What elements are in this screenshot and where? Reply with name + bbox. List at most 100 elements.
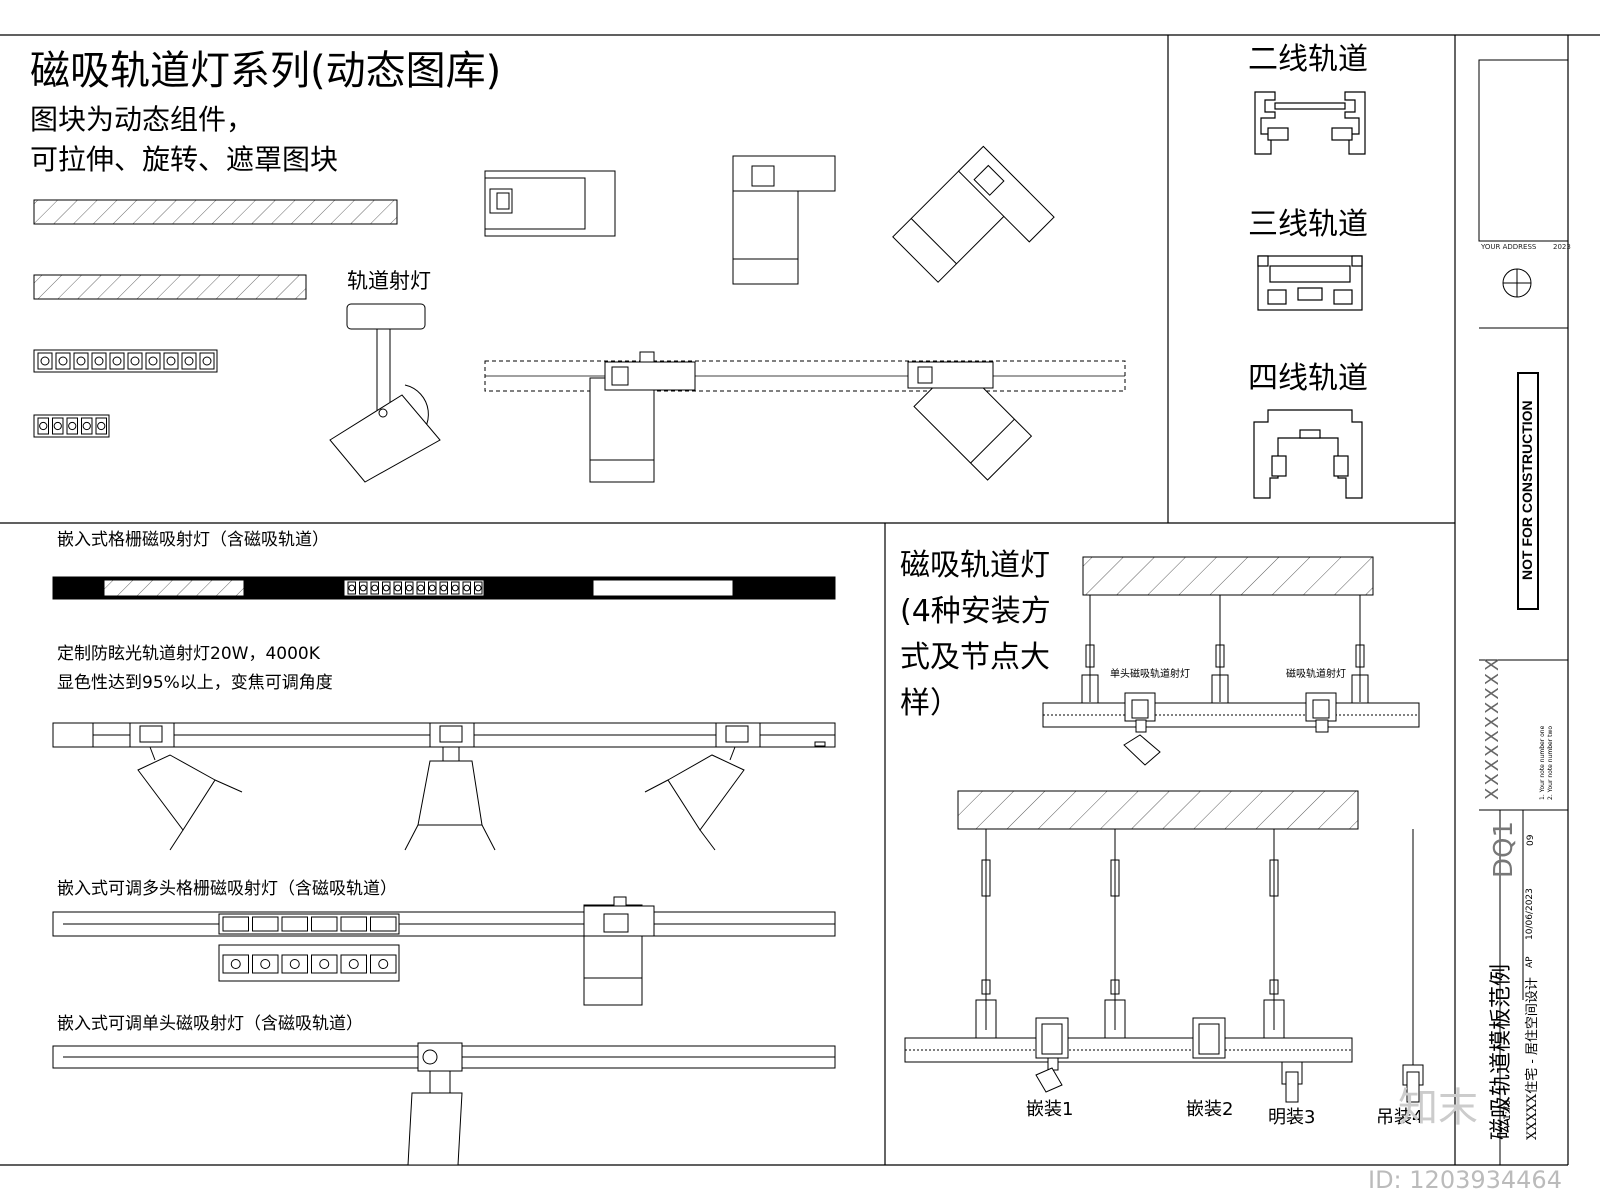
grille-cell [311,916,338,932]
ceiling-slab-top [1082,556,1374,596]
grille-lens [130,356,140,366]
mount-4-label: 吊装4 [1376,1107,1424,1128]
grille-cell [340,954,367,974]
single-spot-label: 单头磁吸轨道射灯 [1110,669,1190,680]
grille-cell [127,352,143,370]
grille-cell [340,916,367,932]
grille-cell [37,352,53,370]
grille-cell [359,581,368,595]
grille-track-caption: 嵌入式格栅磁吸射灯（含磁吸轨道） [57,530,329,550]
three-wire-track-label: 三线轨道 [1248,207,1368,242]
ceiling-panel-bottom [904,1017,1424,1103]
grille-lens [39,421,48,431]
grille-cell [428,581,437,595]
grille-cell [382,581,391,595]
track-spotlight-drawing [329,303,441,483]
grille-lens [148,356,158,366]
project-name: XXXXX住宅 - 居住空间设计 [1525,977,1540,1140]
grille-cell [109,352,125,370]
install-title-line-2: (4种安装方 [900,594,1051,629]
grille-lens [405,584,413,592]
grille-lens [348,584,356,592]
north-arrow-icon [1502,268,1532,298]
grille-lens [428,584,436,592]
mount-3-label: 明装3 [1268,1107,1316,1128]
spec-line-1: 定制防眩光轨道射灯20W，4000K [57,644,320,664]
three-wire-profile [1257,255,1363,311]
grille-lens [371,584,379,592]
grille-lens [394,584,402,592]
grille-cell [66,417,78,435]
page-title: 磁吸轨道灯系列(动态图库) [30,48,502,94]
grille-cell [37,417,49,435]
install-title-line-3: 式及节点大 [900,640,1050,675]
install-title-line-4: 样） [900,686,960,721]
grille-cell [370,916,397,932]
spotlight-plan-horizontal [484,170,616,237]
single-head-track [52,1042,836,1166]
grille-cell [222,954,249,974]
four-wire-profile [1253,409,1363,499]
spec-line-2: 显色性达到95%以上，变焦可调角度 [57,673,333,693]
ceiling-hangers-top [1081,595,1369,704]
grille-cell [462,581,471,595]
drawing-date: 10/06/2023 [1525,888,1535,940]
drawing-number: DQ1 [1489,820,1519,878]
grille-cell [451,581,460,595]
grille-cell [474,581,483,595]
grille-cell [145,352,161,370]
drawn-by: AP [1525,956,1535,968]
grille-lens [112,356,122,366]
grille-cell [439,581,448,595]
grille-lens [348,959,359,969]
grille-lens [378,959,389,969]
mount-1-label: 嵌装1 [1026,1099,1074,1120]
linear-fixture-hatched [33,199,398,225]
subtitle-operations: 可拉伸、旋转、遮罩图块 [30,143,339,176]
grille-lens [289,959,300,969]
mount-2-label: 嵌装2 [1186,1099,1234,1120]
title-block-frame [1478,59,1569,1166]
grille-cell [311,954,338,974]
grille-cell [55,352,71,370]
grille-lens [76,356,86,366]
grille-cell [347,581,356,595]
two-wire-profile [1254,91,1366,155]
track-spotlight-label: 轨道射灯 [347,269,431,293]
grille-lens [359,584,367,592]
grille-lens [319,959,330,969]
two-wire-track-label: 二线轨道 [1248,42,1368,77]
grille-lens [53,421,62,431]
grille-lens [202,356,212,366]
ceiling-hangers-bottom [975,829,1414,1065]
linear-fixture-plain [33,274,307,300]
grille-cell [252,916,279,932]
grille-lens [166,356,176,366]
grille-lens [58,356,68,366]
grille-lens [184,356,194,366]
sheet-number: 09 [1526,834,1536,846]
address-caption: YOUR ADDRESS [1481,243,1537,251]
track-with-three-spots [52,722,836,851]
grille-lens [382,584,390,592]
address-year: 2023 [1553,243,1571,251]
spotlight-plan-rotated [892,145,1055,283]
grille-cell [416,581,425,595]
watermark-id: ID: 1203934464 [1368,1166,1562,1194]
grille-fixture-10 [33,349,218,373]
four-wire-track-label: 四线轨道 [1248,361,1368,396]
grille-cell [91,352,107,370]
grille-cell [370,581,379,595]
grille-lens [82,421,91,431]
grille-cell [370,954,397,974]
grille-lens [94,356,104,366]
grille-cell [281,916,308,932]
grille-cell [199,352,215,370]
grille-cell [405,581,414,595]
grille-cell [52,417,64,435]
drawing-title: 磁吸轨道模板范例 [1489,963,1514,1140]
single-head-caption: 嵌入式可调单头磁吸射灯（含磁吸轨道） [57,1014,363,1034]
grille-lens [260,959,271,969]
grille-lens [451,584,459,592]
